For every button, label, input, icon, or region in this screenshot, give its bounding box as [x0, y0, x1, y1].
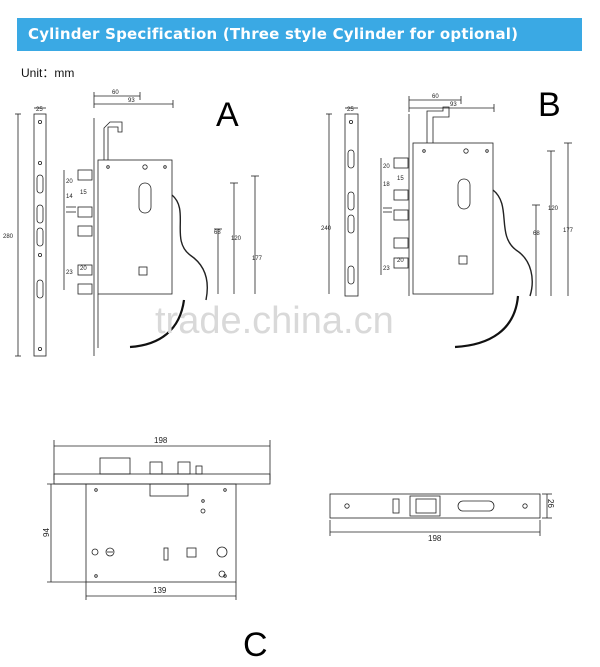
label-c: C — [243, 626, 268, 664]
dim-c-139: 139 — [153, 586, 167, 595]
drawing-a-faceplate — [33, 113, 47, 357]
dim-a-14: 14 — [66, 194, 73, 200]
dim-b-68: 68 — [533, 231, 540, 237]
dim-b-60: 60 — [432, 94, 439, 100]
unit-label: Unit：mm — [21, 66, 75, 80]
label-a: A — [216, 96, 239, 134]
watermark: trade.china.cn — [155, 300, 394, 342]
drawing-b-faceplate — [344, 113, 359, 297]
drawing-c-dim-labels: 198 94 139 — [42, 436, 168, 595]
dim-a-25: 25 — [36, 107, 43, 113]
drawing-a-lock-body — [97, 159, 173, 295]
dim-a-20: 20 — [66, 179, 73, 185]
dim-a-177: 177 — [252, 256, 263, 262]
drawing-faceplate — [329, 493, 552, 536]
drawing-a — [15, 92, 259, 357]
dim-face-26: 26 — [546, 499, 555, 508]
dim-c-94: 94 — [42, 528, 51, 537]
drawing-b-dim-labels: 25 60 93 240 20 18 15 120 177 68 23 20 — [321, 94, 574, 272]
dim-b-23: 23 — [383, 266, 390, 272]
dim-b-240: 240 — [321, 226, 332, 232]
drawing-b-lock-body — [412, 142, 494, 295]
drawing-faceplate-dim-labels: 198 26 — [428, 499, 555, 543]
dim-b-120: 120 — [548, 206, 559, 212]
dim-b-25: 25 — [347, 107, 354, 113]
dim-b-20b: 20 — [397, 258, 404, 264]
header-banner: Cylinder Specification (Three style Cyli… — [17, 18, 582, 51]
header-title: Cylinder Specification (Three style Cyli… — [28, 25, 519, 43]
dim-a-15: 15 — [80, 190, 87, 196]
dim-b-20: 20 — [383, 164, 390, 170]
dim-a-280: 280 — [3, 234, 14, 240]
dim-c-198: 198 — [154, 436, 168, 445]
dim-b-93: 93 — [450, 102, 457, 108]
dim-a-120: 120 — [231, 236, 242, 242]
faceplate-strip — [329, 493, 541, 519]
dim-face-198: 198 — [428, 534, 442, 543]
dim-a-23: 23 — [66, 270, 73, 276]
dim-b-15: 15 — [397, 176, 404, 182]
dim-a-20b: 20 — [80, 266, 87, 272]
dim-b-18: 18 — [383, 182, 390, 188]
drawing-b — [326, 96, 572, 349]
dim-a-68: 68 — [214, 230, 221, 236]
drawing-c-faceplate — [53, 473, 271, 485]
dim-a-93: 93 — [128, 98, 135, 104]
label-b: B — [538, 86, 561, 124]
drawing-c-lock-body — [85, 483, 237, 583]
drawing-c — [47, 440, 271, 600]
drawing-a-dim-labels: 25 60 93 280 20 14 15 120 177 68 23 20 — [3, 90, 263, 276]
dim-a-60: 60 — [112, 90, 119, 96]
dim-b-177: 177 — [563, 228, 574, 234]
